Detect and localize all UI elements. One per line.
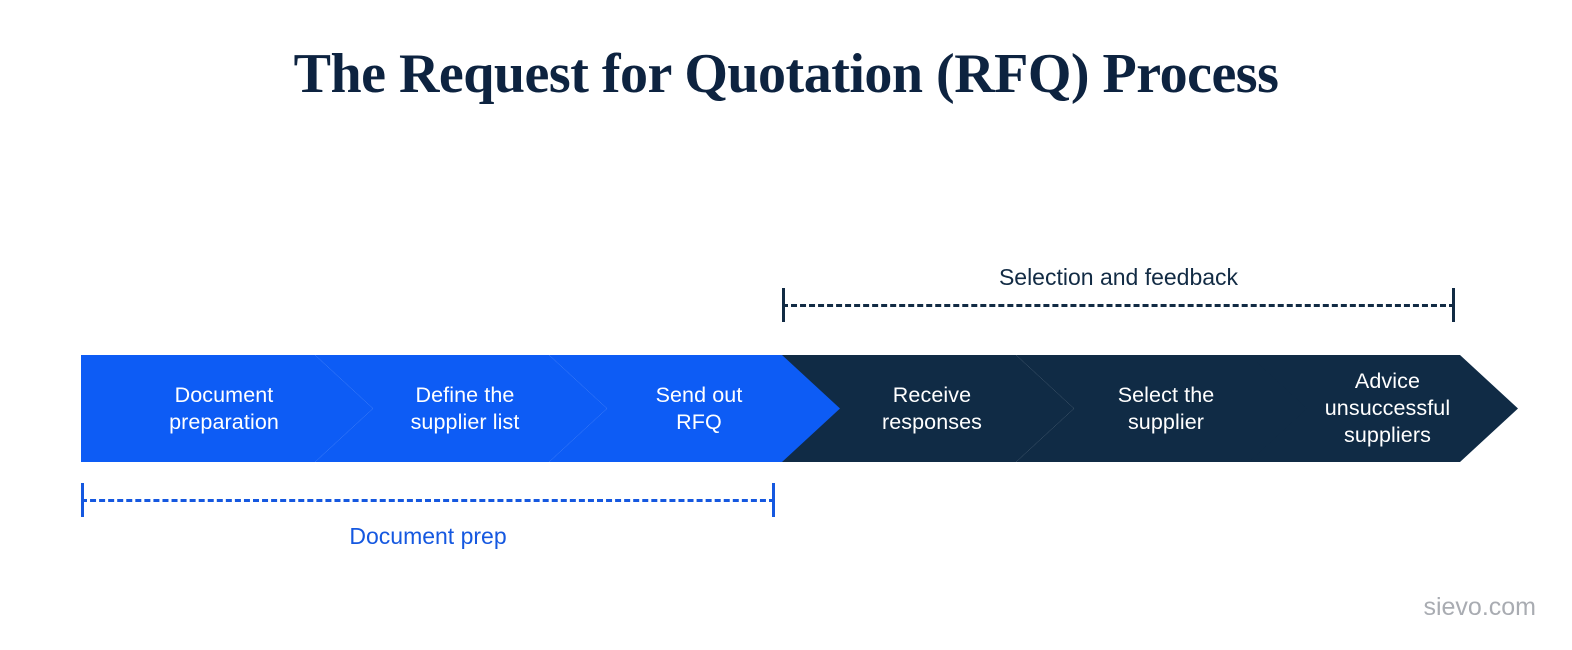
bracket-tick-right [1452, 288, 1455, 322]
process-step-label: Select the supplier [1117, 382, 1215, 434]
bracket-label-selection-and-feedback: Selection and feedback [998, 264, 1239, 290]
page-title: The Request for Quotation (RFQ) Process [293, 43, 1279, 105]
bracket-dashed-rail [81, 499, 775, 502]
bracket-tick-right [772, 483, 775, 517]
process-step-label: Send out RFQ [655, 382, 743, 434]
process-step-document-preparation[interactable]: Document preparation [81, 355, 373, 462]
process-step-receive-responses[interactable]: Receive responses [782, 355, 1074, 462]
process-step-label: Define the supplier list [410, 382, 520, 434]
process-step-label: Advice unsuccessful suppliers [1324, 369, 1451, 447]
bracket-document-prep [81, 483, 775, 517]
process-flow: Document preparation Define the supplier… [81, 355, 1518, 462]
watermark-sievo: sievo.com [1423, 593, 1536, 621]
process-step-label: Document preparation [169, 382, 279, 434]
process-step-send-out-rfq[interactable]: Send out RFQ [549, 355, 841, 462]
bracket-label-document-prep: Document prep [349, 523, 507, 549]
process-step-advice-unsuccessful-suppliers[interactable]: Advice unsuccessful suppliers [1249, 355, 1518, 462]
process-step-label: Receive responses [881, 382, 983, 434]
bracket-selection-and-feedback [782, 288, 1455, 322]
bracket-dashed-rail [782, 304, 1455, 307]
